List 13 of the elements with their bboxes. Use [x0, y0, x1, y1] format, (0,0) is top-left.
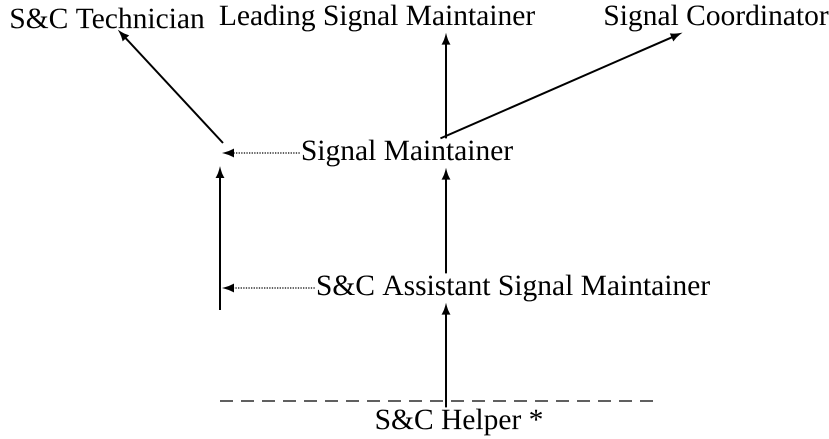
role-label: Signal Coordinator	[605, 4, 828, 32]
arrow	[440, 33, 680, 140]
arrow	[442, 170, 450, 274]
arrow	[120, 32, 224, 144]
role-label: S&C Helper *	[376, 408, 542, 436]
arrow	[224, 284, 315, 292]
role-label: S&C Technician	[11, 8, 204, 28]
arrow	[224, 148, 300, 158]
role-label: S&C Assistant Signal Maintainer	[318, 274, 710, 302]
arrow	[442, 36, 450, 138]
arrow	[442, 306, 450, 408]
role-label: Signal Maintainer	[302, 140, 513, 166]
role-label: Leading Signal Maintainer	[220, 4, 535, 32]
